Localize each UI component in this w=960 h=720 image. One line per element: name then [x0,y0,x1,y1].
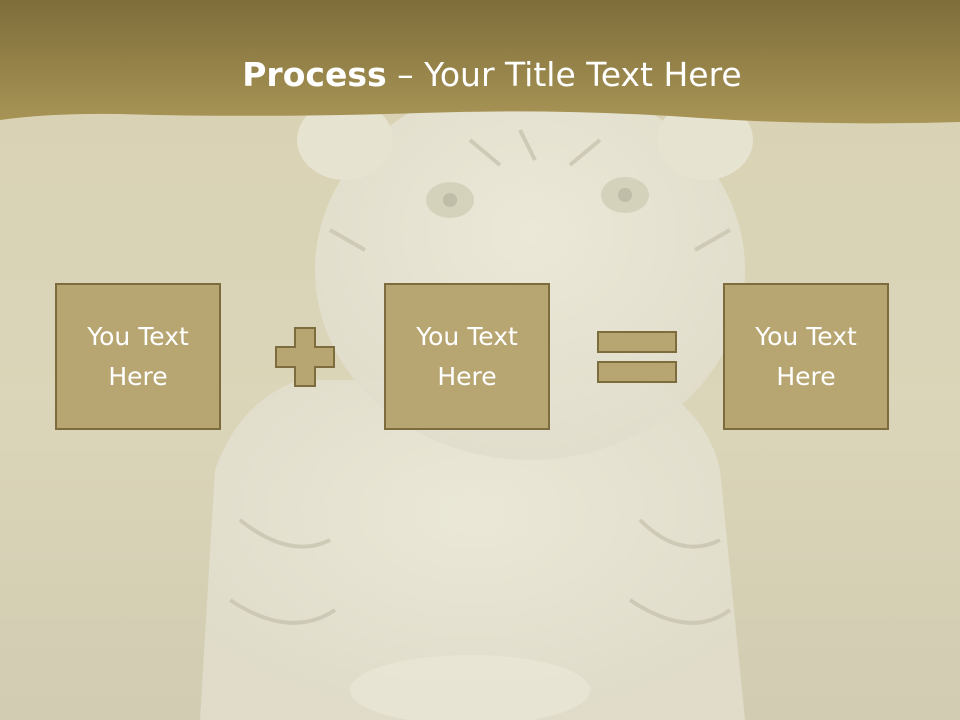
title-banner [0,0,960,124]
title-rest-text: – Your Title Text Here [386,55,742,94]
title-bold-text: Process [242,55,387,94]
slide-title: Process – Your Title Text Here [0,52,960,98]
process-box-2: You Text Here [384,283,550,430]
process-box-3-text: You Text Here [755,321,857,391]
process-box-3: You Text Here [723,283,889,430]
process-box-1-text: You Text Here [87,321,189,391]
process-box-2-text: You Text Here [416,321,518,391]
equals-icon [597,331,677,383]
process-box-1: You Text Here [55,283,221,430]
plus-icon [275,327,335,387]
